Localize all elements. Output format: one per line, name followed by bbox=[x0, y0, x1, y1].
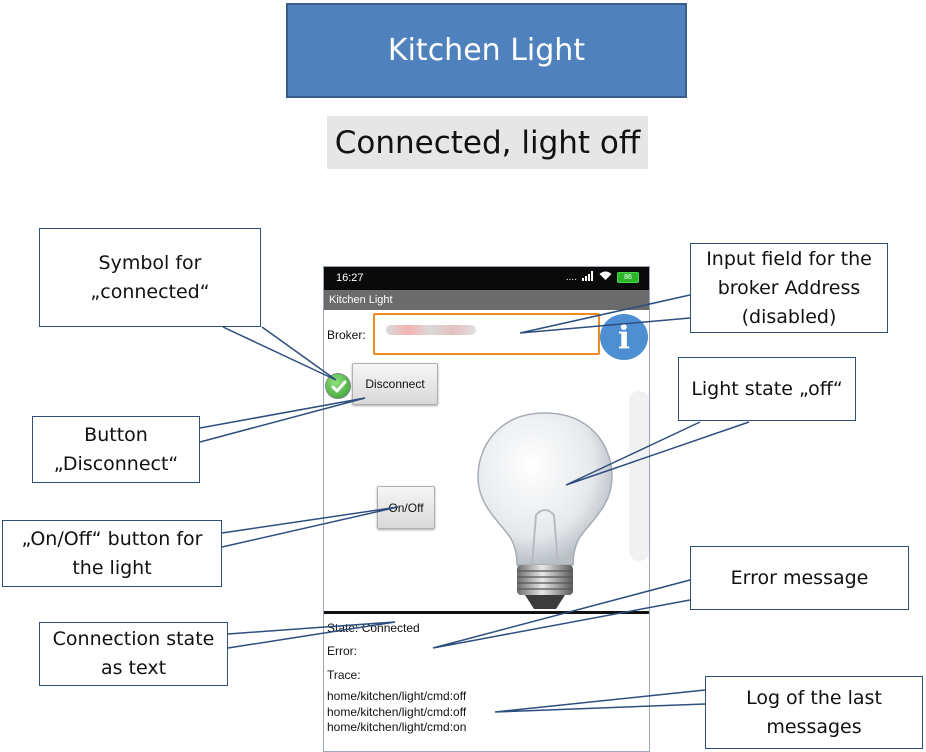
message-log: home/kitchen/light/cmd:off home/kitchen/… bbox=[327, 689, 466, 736]
callout-text: Connection state as text bbox=[52, 628, 215, 679]
callout-text: Light state „off“ bbox=[691, 377, 843, 400]
trace-label: Trace: bbox=[327, 668, 361, 682]
signal-bars-icon bbox=[582, 271, 594, 284]
phone-screen: 16:27 .... 86 Kitchen Light Broker: i Di… bbox=[323, 266, 650, 752]
status-icons: .... 86 bbox=[566, 271, 639, 284]
lightbulb-icon bbox=[470, 405, 620, 615]
callout-text: Symbol for „connected“ bbox=[90, 251, 210, 303]
app-title: Kitchen Light bbox=[329, 294, 393, 306]
check-circle-icon bbox=[325, 373, 351, 399]
callout-error-message: Error message bbox=[690, 546, 909, 610]
state-caption-text: Connected, light off bbox=[334, 124, 641, 161]
divider bbox=[324, 611, 649, 614]
wifi-icon bbox=[599, 271, 612, 284]
callout-connection-state: Connection state as text bbox=[39, 622, 228, 686]
callout-light-state: Light state „off“ bbox=[678, 357, 856, 421]
onoff-label: On/Off bbox=[388, 500, 424, 515]
state-caption: Connected, light off bbox=[327, 116, 648, 169]
callout-connected-symbol: Symbol for „connected“ bbox=[39, 228, 261, 327]
disconnect-label: Disconnect bbox=[365, 377, 425, 391]
blurred-broker-address bbox=[386, 325, 476, 335]
battery-icon: 86 bbox=[617, 272, 639, 283]
log-entry: home/kitchen/light/cmd:off bbox=[327, 689, 467, 703]
connection-state-text: State: Connected bbox=[327, 621, 420, 635]
callout-text: Log of the last messages bbox=[746, 686, 882, 738]
log-entry: home/kitchen/light/cmd:off bbox=[327, 704, 467, 719]
callout-log: Log of the last messages bbox=[705, 676, 923, 749]
disconnect-button[interactable]: Disconnect bbox=[352, 363, 438, 405]
broker-label: Broker: bbox=[327, 328, 366, 342]
info-icon[interactable]: i bbox=[600, 314, 648, 360]
log-entry: home/kitchen/light/cmd:on bbox=[327, 720, 467, 734]
callout-text: „On/Off“ button for the light bbox=[21, 527, 203, 579]
callout-disconnect-button: Button „Disconnect“ bbox=[32, 416, 200, 483]
callout-text: Button „Disconnect“ bbox=[53, 423, 179, 475]
broker-input[interactable] bbox=[373, 313, 600, 355]
title-banner: Kitchen Light bbox=[286, 3, 687, 98]
callout-text: Error message bbox=[730, 566, 869, 589]
status-bar: 16:27 .... 86 bbox=[324, 267, 649, 290]
status-time: 16:27 bbox=[336, 272, 364, 284]
signal-icon: .... bbox=[565, 272, 577, 283]
title-text: Kitchen Light bbox=[387, 33, 586, 68]
onoff-button[interactable]: On/Off bbox=[377, 486, 435, 529]
callout-broker-input: Input field for the broker Address (disa… bbox=[690, 243, 888, 333]
callout-text: Input field for the broker Address (disa… bbox=[706, 247, 872, 328]
app-title-bar: Kitchen Light bbox=[324, 290, 649, 310]
error-text: Error: bbox=[327, 644, 357, 658]
callout-onoff-button: „On/Off“ button for the light bbox=[2, 520, 222, 587]
scrollbar[interactable] bbox=[629, 391, 649, 561]
